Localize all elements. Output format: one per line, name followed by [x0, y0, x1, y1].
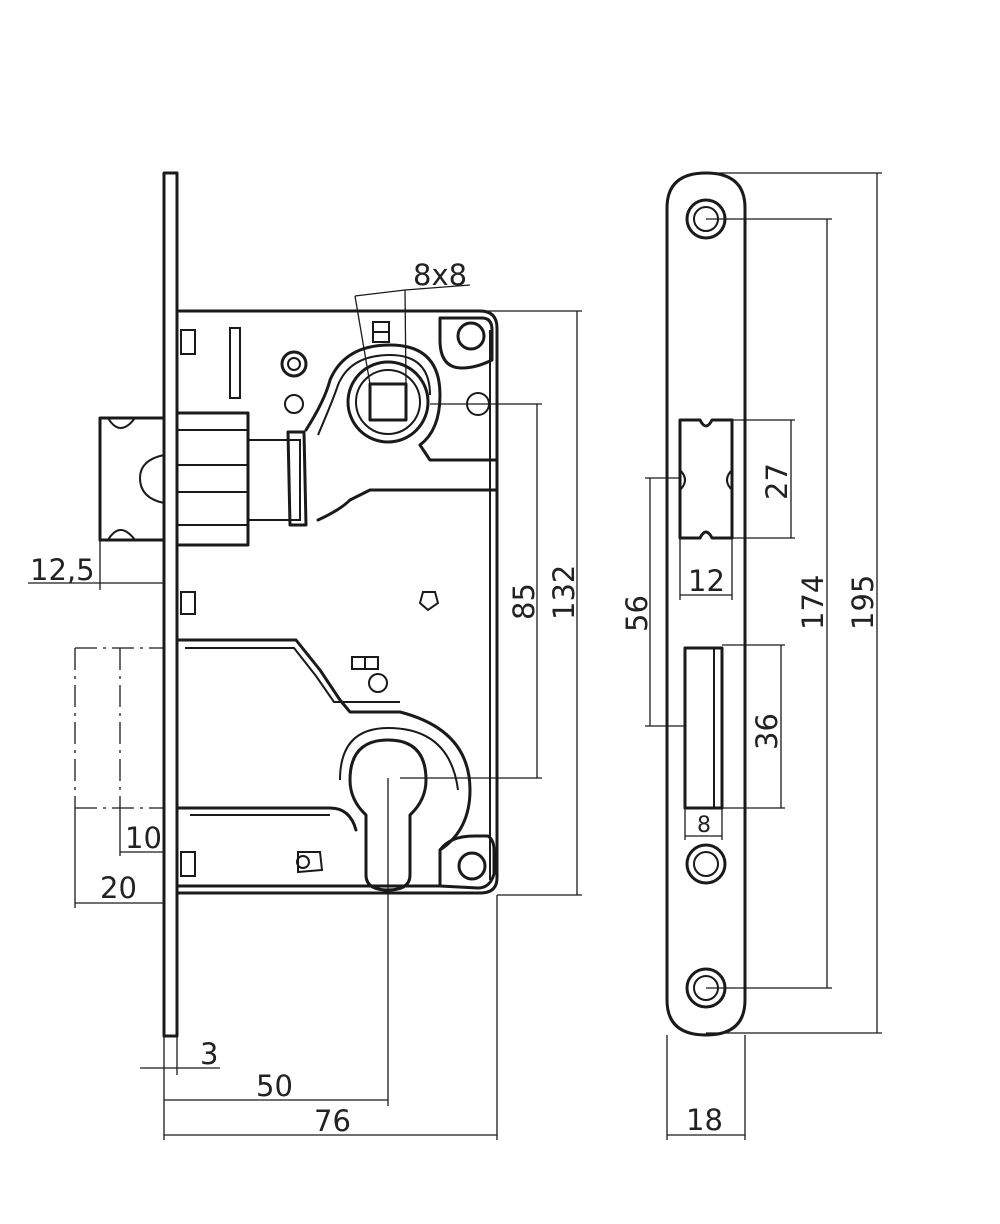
dim-spindle-to-cylinder: 85 [507, 583, 541, 620]
dim-deadbolt-offset: 10 [125, 821, 162, 855]
dim-latch-projection: 12,5 [30, 553, 95, 587]
dim-latch-hole-width: 12 [688, 564, 725, 598]
strike-plate [665, 171, 747, 1037]
dim-strike-plate-width: 18 [686, 1103, 723, 1137]
dim-case-height: 132 [547, 565, 581, 620]
latch-hole [678, 418, 734, 540]
spindle-hub [346, 360, 430, 444]
bolt-hole [683, 646, 724, 810]
dim-hole-spacing: 56 [620, 595, 654, 632]
dim-bolt-hole-width: 8 [697, 813, 711, 838]
strike-dimension-lines [645, 172, 882, 1140]
deadbolt [175, 806, 358, 832]
latch-bolt [175, 411, 250, 547]
dim-screw-spacing: 174 [796, 575, 830, 630]
lever [175, 638, 472, 852]
lock-case [175, 309, 499, 895]
dim-strike-plate-length: 195 [846, 575, 880, 630]
spindle-square-hole [368, 382, 408, 422]
dim-deadbolt-throw: 20 [100, 871, 137, 905]
faceplate [162, 171, 179, 1038]
dim-latch-hole-height: 27 [760, 463, 794, 500]
dim-backset: 50 [256, 1069, 293, 1103]
mortise-lock-body [74, 171, 499, 1038]
cylinder-hole [348, 738, 428, 892]
latch-profile [98, 416, 166, 542]
dim-spindle-square: 8x8 [413, 258, 467, 292]
screw-hole-middle [685, 843, 727, 885]
dim-bolt-hole-height: 36 [750, 713, 784, 750]
strike-plate-outline [665, 171, 747, 1037]
dim-case-depth: 76 [314, 1104, 351, 1138]
dim-faceplate-thickness: 3 [200, 1037, 218, 1071]
lock-dimension-lines [28, 284, 582, 1140]
